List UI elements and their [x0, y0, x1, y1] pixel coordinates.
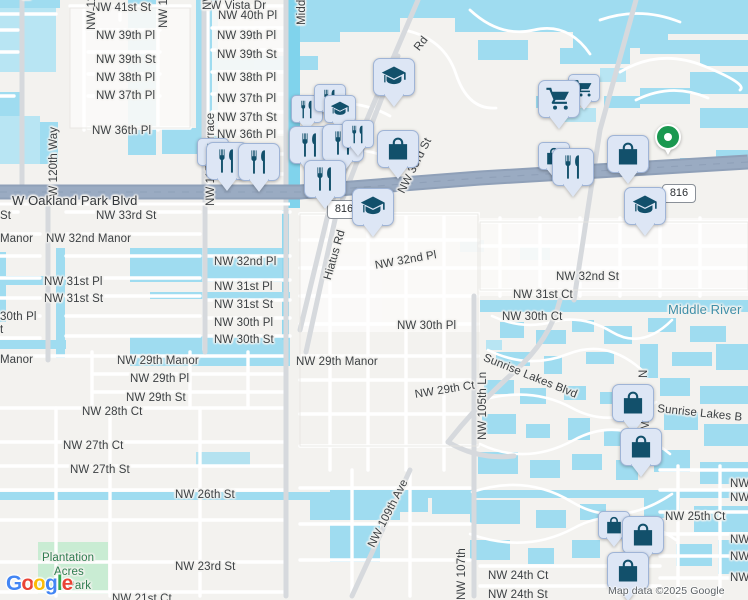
poi-marker[interactable]	[607, 552, 649, 600]
poi-marker[interactable]	[607, 135, 649, 185]
poi-marker[interactable]	[624, 187, 666, 237]
google-logo-letter: o	[33, 572, 46, 595]
park-areas	[38, 542, 108, 594]
poi-marker[interactable]	[342, 120, 374, 158]
poi-marker-body	[552, 148, 594, 186]
poi-marker[interactable]	[552, 148, 594, 198]
poi-marker[interactable]	[238, 143, 280, 193]
google-logo-letter: g	[45, 572, 58, 595]
poi-marker[interactable]	[377, 130, 419, 180]
poi-marker[interactable]	[622, 516, 664, 566]
poi-marker[interactable]	[373, 58, 415, 108]
google-logo-letter: o	[21, 572, 34, 595]
poi-marker[interactable]	[352, 188, 394, 238]
poi-marker-body	[607, 135, 649, 173]
marker-tip	[663, 146, 673, 155]
poi-marker[interactable]	[304, 160, 346, 210]
poi-marker[interactable]	[620, 428, 662, 478]
selected-place-marker[interactable]	[655, 124, 681, 156]
google-logo-letter: e	[61, 572, 74, 595]
google-logo-watermark[interactable]: Google	[6, 572, 74, 596]
poi-marker[interactable]	[538, 80, 580, 130]
water-bodies	[0, 0, 748, 574]
google-logo-letter: l	[56, 572, 63, 595]
marker-circle	[655, 124, 681, 150]
google-logo-letter: G	[6, 572, 22, 595]
highway-shield-816: 816	[662, 184, 696, 203]
poi-marker[interactable]	[612, 384, 654, 434]
